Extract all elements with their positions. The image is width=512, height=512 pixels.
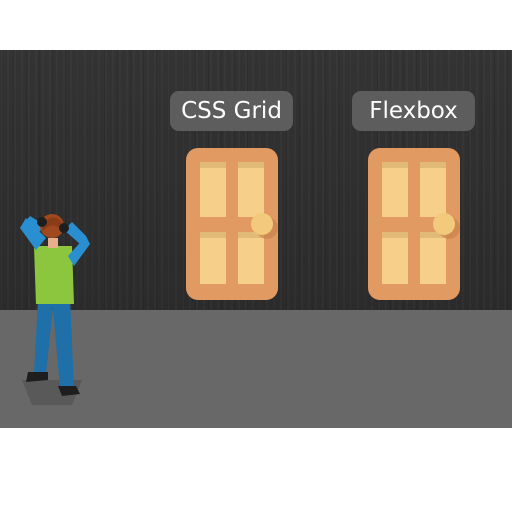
css-grid-door[interactable] bbox=[186, 148, 278, 300]
door-panel bbox=[238, 162, 264, 217]
person-shirt bbox=[34, 246, 74, 304]
door-knob-icon bbox=[251, 213, 273, 235]
door-label-flexbox: Flexbox bbox=[352, 91, 475, 131]
person-leg-left bbox=[34, 298, 54, 374]
door-label-css-grid: CSS Grid bbox=[170, 91, 293, 131]
door-panel bbox=[382, 162, 408, 217]
door-knob-icon bbox=[433, 213, 455, 235]
person-shoe bbox=[26, 372, 48, 382]
person-leg-right bbox=[52, 298, 74, 388]
person-shoe bbox=[58, 386, 80, 396]
person-illustration bbox=[20, 214, 90, 405]
door-panel bbox=[200, 162, 226, 217]
grey-floor bbox=[0, 310, 512, 428]
person-arm-right bbox=[68, 236, 90, 266]
door-panel bbox=[238, 232, 264, 284]
door-panel bbox=[420, 232, 446, 284]
door-panel bbox=[200, 232, 226, 284]
door-panel bbox=[382, 232, 408, 284]
scene: CSS Grid Flexbox bbox=[0, 50, 512, 428]
flexbox-door[interactable] bbox=[368, 148, 460, 300]
door-panel bbox=[420, 162, 446, 217]
